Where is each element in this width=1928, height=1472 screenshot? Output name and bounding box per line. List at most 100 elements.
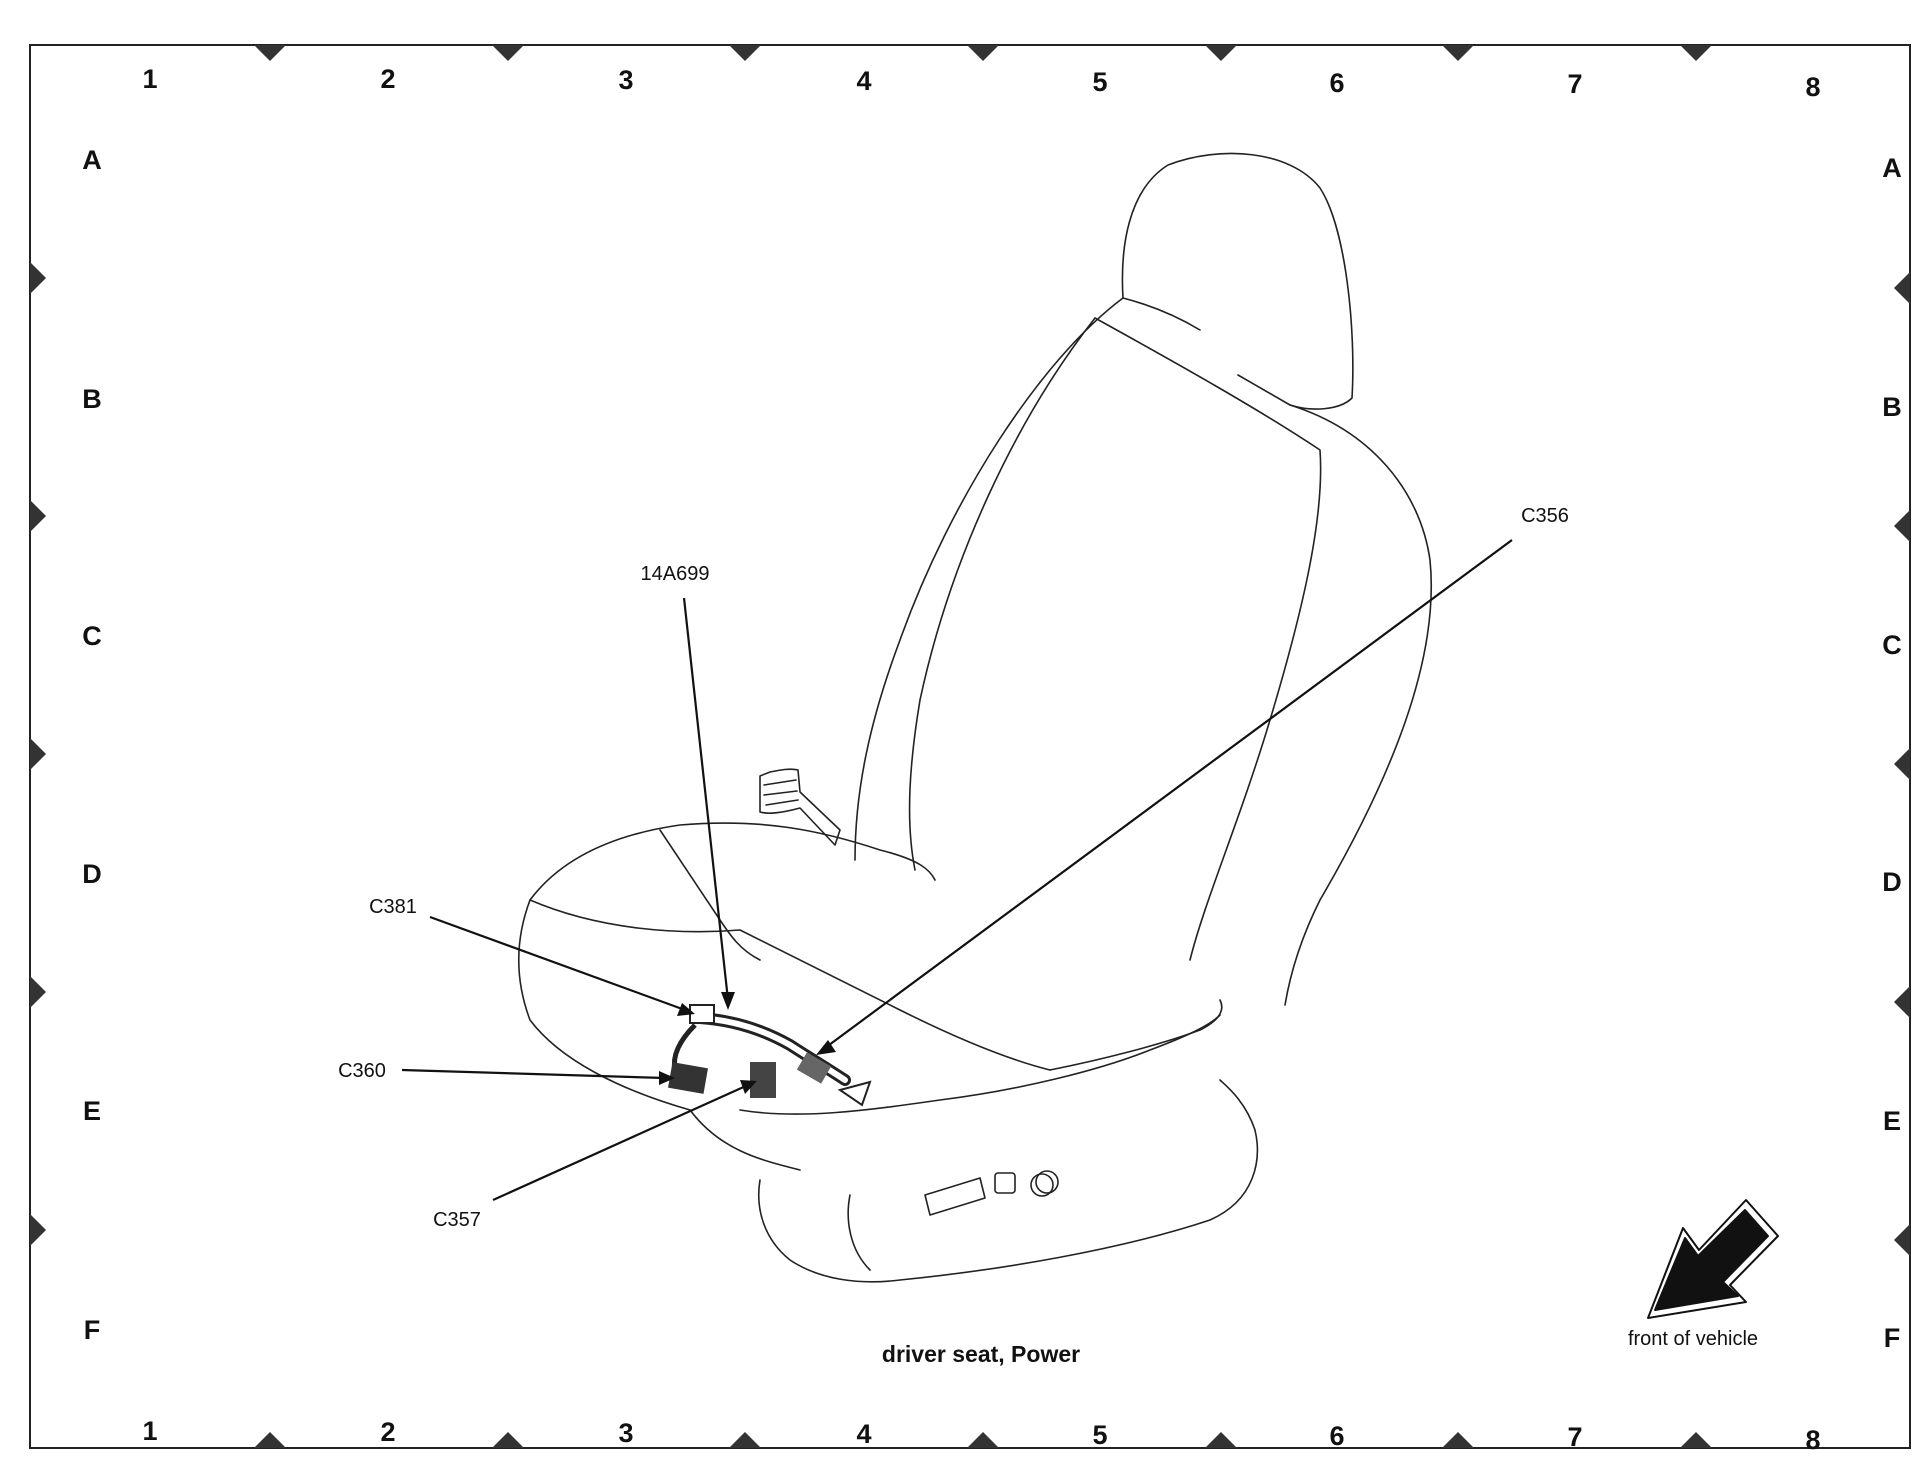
callout-c381: C381 [369,896,417,918]
leader-c357 [492,1083,749,1202]
zone-tick-right-1 [1894,272,1910,304]
column-label-2-top: 2 [380,64,395,94]
zone-tick-left-5 [30,1214,46,1246]
zone-tick-right-4 [1894,986,1910,1018]
row-label-d-left: D [82,859,102,889]
seat-belt-buckle [759,768,841,846]
front-direction-arrow-outline [1647,1199,1779,1319]
zone-tick-bottom-3 [729,1432,761,1448]
row-label-a-left: A [82,145,102,175]
zone-tick-top-7 [1680,45,1712,61]
column-label-2-bottom: 2 [380,1417,395,1447]
column-label-1-top: 1 [142,64,157,94]
column-labels-top: 1 2 3 4 5 6 7 8 [142,64,1820,102]
column-label-7-bottom: 7 [1567,1422,1582,1452]
seat-headrest [1121,152,1354,410]
column-label-3-top: 3 [618,65,633,95]
seat-cushion-seam [659,829,761,961]
zone-tick-right-3 [1894,748,1910,780]
column-labels-bottom: 1 2 3 4 5 6 7 8 [142,1416,1820,1455]
seat-base [758,1079,1259,1283]
leader-c360 [401,1068,666,1080]
connector-bracket [837,1080,872,1107]
column-label-8-bottom: 8 [1805,1425,1820,1455]
seat-side-switch-panel [924,1177,986,1216]
leader-c360-arrowhead [659,1071,675,1085]
front-direction-arrow-icon [1654,1209,1769,1311]
column-label-6-bottom: 6 [1329,1421,1344,1451]
row-label-f-left: F [84,1315,101,1345]
zone-tick-bottom-2 [492,1432,524,1448]
diagram-caption: driver seat, Power [882,1341,1080,1367]
leader-c356 [824,539,1513,1049]
column-label-5-top: 5 [1092,67,1107,97]
zone-tick-right-2 [1894,510,1910,542]
column-label-7-top: 7 [1567,69,1582,99]
column-label-8-top: 8 [1805,72,1820,102]
leader-c356-arrowhead [816,1040,836,1055]
zone-tick-left-1 [30,262,46,294]
row-label-c-right: C [1882,630,1902,660]
row-label-a-right: A [1882,153,1902,183]
zone-tick-right-5 [1894,1224,1910,1256]
zone-tick-top-4 [967,45,999,61]
zone-tick-left-4 [30,976,46,1008]
zone-tick-top-5 [1205,45,1237,61]
column-label-1-bottom: 1 [142,1416,157,1446]
leader-14a699 [682,597,730,1001]
harness-connector-cluster [668,1004,872,1107]
zone-tick-bottom-1 [254,1432,286,1448]
seat-back-outer [854,297,1433,1006]
seat-back-panel [908,317,1322,961]
row-label-e-right: E [1883,1106,1901,1136]
callout-leaders [401,539,1513,1202]
callout-c356: C356 [1521,505,1569,527]
callout-c357: C357 [433,1209,481,1231]
connector-c357-body [750,1062,776,1098]
leader-c381-arrowhead [677,1003,695,1016]
leader-c357-arrowhead [740,1080,757,1094]
row-label-b-right: B [1882,392,1902,422]
leader-14a699-arrowhead [721,992,735,1010]
seat-lumbar-knob-rim [1030,1173,1054,1197]
column-label-3-bottom: 3 [618,1418,633,1448]
zone-tick-top-6 [1442,45,1474,61]
seat-recline-switch [994,1172,1016,1194]
zone-tick-left-3 [30,738,46,770]
front-of-vehicle-indicator: front of vehicle [1628,1199,1779,1350]
front-of-vehicle-label: front of vehicle [1628,1328,1758,1350]
driver-seat-illustration [517,152,1433,1283]
zone-tick-marks [30,45,1910,1448]
zone-tick-top-2 [492,45,524,61]
callout-14a699: 14A699 [641,563,710,585]
zone-tick-bottom-4 [967,1432,999,1448]
seat-cushion-front [517,899,1221,1171]
connector-c356-body [796,1052,832,1084]
callout-c360: C360 [338,1060,386,1082]
row-labels-right: A B C D E F [1882,153,1902,1353]
connector-c360-body [668,1062,708,1094]
seat-lumbar-knob [1035,1170,1059,1194]
zone-tick-top-3 [729,45,761,61]
zone-tick-bottom-5 [1205,1432,1237,1448]
column-label-4-top: 4 [856,66,871,96]
column-label-6-top: 6 [1329,68,1344,98]
column-label-5-bottom: 5 [1092,1420,1107,1450]
row-labels-left: A B C D E F [82,145,102,1345]
column-label-4-bottom: 4 [856,1419,871,1449]
zone-tick-bottom-6 [1442,1432,1474,1448]
harness-14a699-bundle-core [697,1015,848,1083]
row-label-e-left: E [83,1096,101,1126]
seat-cushion-right [1049,999,1223,1071]
zone-tick-top-1 [254,45,286,61]
row-label-c-left: C [82,621,102,651]
row-label-f-right: F [1884,1323,1901,1353]
row-label-b-left: B [82,384,102,414]
seat-headrest-edge [1122,297,1201,331]
seat-cushion-top [529,822,1051,1071]
callout-labels: 14A699 C356 C381 C360 C357 [338,505,1569,1231]
zone-tick-left-2 [30,500,46,532]
zone-tick-bottom-7 [1680,1432,1712,1448]
diagram-frame [29,44,1911,1449]
